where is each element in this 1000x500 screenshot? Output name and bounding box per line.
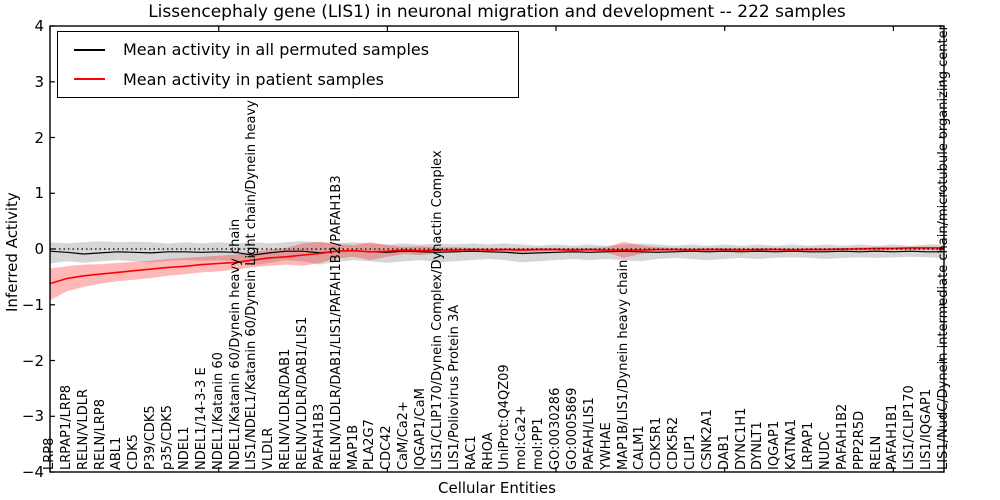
x-tick-label: MAP1B	[345, 424, 361, 470]
x-tick-label: GO:0005869	[564, 387, 580, 470]
x-tick-label: CDK5	[126, 434, 142, 470]
x-tick-label: LRPAP1/LRP8	[58, 384, 74, 470]
legend-item-permuted: Mean activity in all permuted samples	[74, 40, 512, 59]
x-tick-label: NDEL1/Katanin 60	[210, 352, 226, 470]
band-series-1	[50, 241, 944, 301]
x-tick-label: NDEL1	[176, 426, 192, 470]
x-tick-label: KATNA1	[784, 418, 800, 470]
x-tick-label: LRPAP1	[801, 421, 817, 470]
legend-label-permuted: Mean activity in all permuted samples	[123, 40, 430, 60]
x-tick-label: RELN/VLDLR/DAB1/LIS1	[295, 316, 311, 470]
legend: Mean activity in all permuted samples Me…	[57, 31, 519, 98]
x-tick-label: MAP1B/LIS1/Dynein heavy chain	[615, 259, 631, 470]
x-tick-label: PPP2R5D	[851, 410, 867, 470]
y-tick-label: 1	[34, 184, 44, 203]
x-tick-label: NDEL1/14-3-3 E	[193, 367, 209, 470]
x-tick-label: ABL1	[109, 436, 125, 470]
x-tick-label: p35/CDK5	[160, 404, 176, 470]
line-series-1	[49, 247, 944, 285]
x-tick-label: P39/CDK5	[143, 405, 159, 470]
x-tick-label: CSNK2A1	[699, 408, 715, 470]
x-tick-label: GO:0030286	[548, 387, 564, 470]
x-tick-label: CDK5R1	[649, 416, 665, 470]
y-tick-label: 3	[34, 72, 44, 91]
x-tick-label: LRP8	[42, 437, 57, 470]
x-tick-label: LIS1/NDEL1/Katanin 60/Dynein Light chain…	[244, 60, 260, 470]
x-tick-label: CALM1	[632, 425, 648, 470]
legend-label-patient: Mean activity in patient samples	[123, 69, 384, 89]
x-tick-label: RHOA	[480, 432, 496, 470]
x-tick-label: YWHAE	[598, 422, 614, 470]
x-tick-label: NDEL1/Katanin 60/Dynein heavy chain	[227, 218, 243, 470]
x-tick-label: mol:Ca2+	[514, 405, 530, 470]
y-axis-label: Inferred Activity	[3, 192, 21, 312]
legend-line-sample-red	[74, 78, 105, 81]
x-tick-label: IQGAP1/CaM	[413, 388, 429, 470]
x-tick-label: LIS1/CLIP170	[902, 385, 918, 470]
x-tick-label: CLIP1	[682, 433, 698, 470]
chart-title: Lissencephaly gene (LIS1) in neuronal mi…	[148, 2, 846, 22]
x-tick-label: DYNLT1	[750, 421, 766, 470]
x-tick-label: RELN/LRP8	[92, 399, 108, 470]
x-tick-label: RAC1	[463, 435, 479, 470]
x-tick-label: DAB1	[716, 434, 732, 470]
band-series-0	[50, 241, 944, 266]
x-tick-label: CDC42	[379, 425, 395, 470]
x-tick-label: PAFAH1B1	[885, 403, 901, 470]
y-tick-label: −2	[21, 351, 44, 370]
x-tick-label: PAFAH/LIS1	[581, 397, 597, 470]
y-tick-label: −4	[21, 463, 44, 481]
x-tick-label: LIS1/NudC/Dynein intermediate chain/micr…	[936, 25, 951, 470]
x-tick-label: CDK5R2	[666, 416, 682, 470]
x-tick-label: RELN	[868, 435, 884, 470]
x-tick-label: mol:PP1	[531, 417, 547, 470]
x-tick-label: PAFAH1B3	[311, 403, 327, 470]
x-tick-label: DYNC1H1	[733, 407, 749, 470]
x-tick-label: LIS1/CLIP170/Dynein Complex/Dynactin Com…	[429, 150, 445, 470]
x-tick-label: CaM/Ca2+	[396, 401, 412, 470]
y-tick-label: −1	[21, 295, 44, 314]
legend-item-patient: Mean activity in patient samples	[74, 70, 512, 89]
x-tick-label: IQGAP1	[767, 420, 783, 470]
x-tick-label: VLDLR	[261, 427, 277, 470]
y-tick-label: 2	[34, 128, 44, 147]
x-tick-label: LIS1/Poliovirus Protein 3A	[446, 304, 462, 470]
x-axis-label: Cellular Entities	[438, 479, 556, 497]
x-tick-label: UniProt:Q4QZ09	[497, 364, 513, 470]
x-tick-label: PLA2G7	[362, 419, 378, 470]
x-tick-label: PAFAH1B2	[834, 403, 850, 470]
x-tick-label: NUDC	[817, 431, 833, 470]
x-tick-label: LIS1/IQGAP1	[919, 388, 935, 470]
legend-line-sample-black	[74, 48, 105, 51]
x-tick-label: RELN/VLDLR/DAB1/LIS1/PAFAH1B2/PAFAH1B3	[328, 175, 344, 470]
y-tick-label: 0	[34, 240, 44, 258]
line-series-0	[49, 250, 944, 256]
x-tick-label: RELN/VLDLR	[75, 388, 91, 470]
y-tick-label: −3	[21, 407, 44, 426]
x-tick-label: RELN/VLDLR/DAB1	[278, 348, 294, 470]
y-tick-label: 4	[34, 17, 44, 35]
